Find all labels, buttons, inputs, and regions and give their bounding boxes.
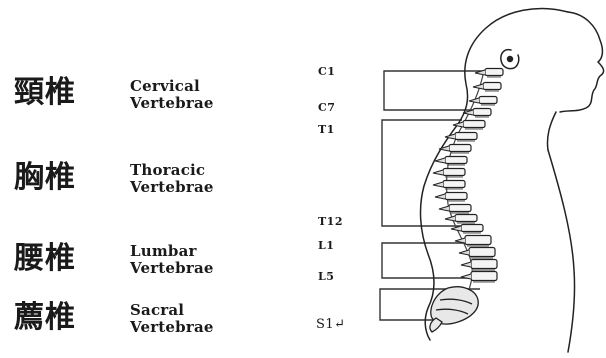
- vertebra-body: [473, 109, 491, 116]
- vertebra-body: [461, 225, 483, 232]
- spinous-process: [461, 262, 471, 267]
- ear-canal: [508, 57, 513, 62]
- vertebra-body: [443, 169, 465, 176]
- spinal-column: [433, 69, 503, 293]
- spinous-process: [469, 98, 479, 103]
- vertebra-body: [455, 215, 477, 222]
- spinous-process: [455, 238, 465, 243]
- spinous-process: [439, 206, 449, 211]
- vertebra-body: [469, 248, 495, 257]
- vertebra-body: [485, 69, 503, 76]
- torso-front-outline: [548, 150, 575, 352]
- face-outline: [560, 12, 604, 112]
- head-back-outline: [458, 9, 568, 124]
- spinous-process: [433, 182, 443, 187]
- spinous-process: [445, 216, 455, 221]
- spinous-process: [435, 158, 445, 163]
- vertebra-body: [463, 121, 485, 128]
- vertebra-body: [483, 83, 501, 90]
- vertebra-body: [445, 157, 467, 164]
- vertebra-body: [471, 260, 497, 269]
- vertebra-body: [465, 236, 491, 245]
- vertebra-body: [443, 181, 465, 188]
- bracket-cervical: [384, 71, 490, 110]
- vertebra-body: [471, 272, 497, 281]
- spinous-process: [433, 170, 443, 175]
- vertebra-body: [479, 97, 497, 104]
- vertebra-body: [449, 205, 471, 212]
- vertebra-body: [455, 133, 477, 140]
- sacrum: [430, 287, 478, 332]
- spinous-process: [459, 250, 469, 255]
- neck-front-outline: [547, 112, 556, 150]
- vertebra-body: [445, 193, 467, 200]
- spinous-process: [435, 194, 445, 199]
- spinous-process: [473, 84, 483, 89]
- vertebra-body: [449, 145, 471, 152]
- sacrum-outline: [431, 287, 478, 324]
